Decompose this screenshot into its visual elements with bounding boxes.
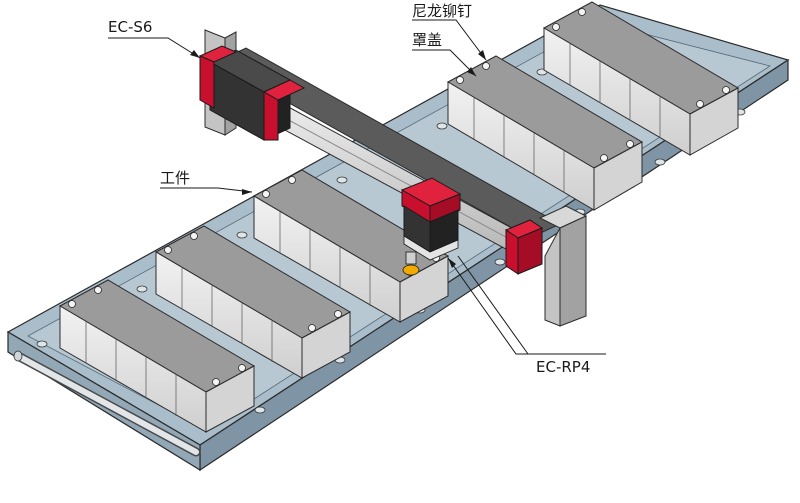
label-ec-s6: EC-S6	[108, 18, 152, 36]
callout-workpiece: 工件	[160, 169, 253, 195]
gripper-pad	[402, 264, 420, 276]
callout-ec-rp4: EC-RP4	[447, 255, 606, 376]
label-ec-rp4: EC-RP4	[536, 358, 590, 376]
label-nylon-rivet: 尼龙铆钉	[412, 2, 472, 20]
workpiece-box-1	[154, 225, 352, 379]
workpiece-box-0	[58, 279, 256, 433]
workpiece-box-4	[542, 1, 740, 156]
workpiece-box-3	[446, 55, 644, 211]
workpiece-box-2	[252, 169, 450, 323]
gantry-right-post	[538, 205, 588, 327]
label-cover: 罩盖	[412, 31, 442, 49]
ec-rp4-gripper	[400, 177, 462, 276]
callout-ec-s6: EC-S6	[108, 18, 201, 59]
label-workpiece: 工件	[160, 169, 190, 187]
callout-nylon-rivet: 尼龙铆钉	[412, 2, 487, 61]
ec-s6-actuator	[198, 45, 306, 141]
beam-far-end-cap	[504, 219, 544, 275]
callout-cover: 罩盖	[412, 31, 477, 77]
front-roller	[13, 350, 201, 457]
